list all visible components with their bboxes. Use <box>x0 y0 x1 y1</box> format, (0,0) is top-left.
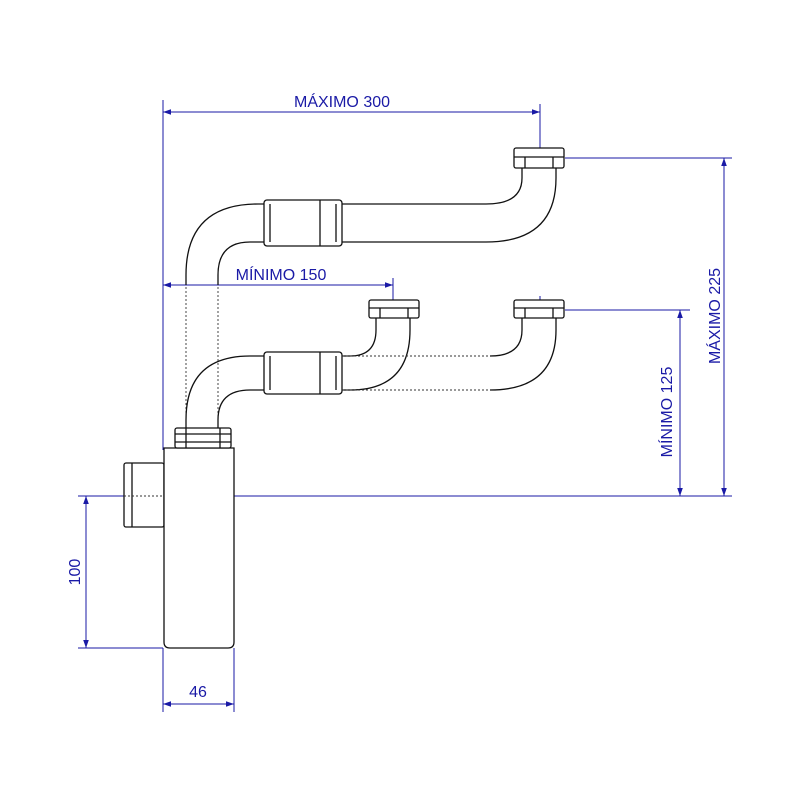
top-nut <box>174 427 232 449</box>
max-height-label: MÁXIMO 225 <box>705 268 724 364</box>
lower-outlet-nuts <box>368 299 565 319</box>
lower-bend-outer <box>185 355 264 428</box>
max-width-label: MÁXIMO 300 <box>294 92 390 111</box>
lower-bend-inner <box>217 389 264 428</box>
upper-bend-inner <box>217 241 264 285</box>
dimension-labels: MÁXIMO 300 MÍNIMO 150 MÁXIMO 225 MÍNIMO … <box>67 92 724 701</box>
upper-outlet-nut-group <box>513 147 565 169</box>
mid-outlet-nut <box>513 299 565 319</box>
siphon-cup <box>163 447 235 649</box>
short-bend-outer <box>342 318 377 357</box>
max-outlet-nut <box>513 147 565 169</box>
hidden-riser-lines <box>185 275 219 428</box>
side-outlet <box>123 462 165 528</box>
min-height-label: MÍNIMO 125 <box>657 367 676 458</box>
upper-pipe-assembly <box>185 168 557 285</box>
lower-pipe-assembly <box>185 318 557 428</box>
body-width-label: 46 <box>189 684 207 701</box>
outlet-height-label: 100 <box>67 559 84 586</box>
upper-coupling <box>263 199 343 247</box>
siphon-body <box>123 427 235 649</box>
upper-end-bend-inner <box>485 168 557 243</box>
min-outlet-nut <box>368 299 420 319</box>
upper-end-bend-outer <box>485 168 523 205</box>
min-width-label: MÍNIMO 150 <box>236 265 327 284</box>
lower-coupling <box>263 351 343 395</box>
far-bend-outer <box>489 318 523 357</box>
upper-bend-outer <box>185 203 264 285</box>
far-bend-inner <box>489 318 557 391</box>
